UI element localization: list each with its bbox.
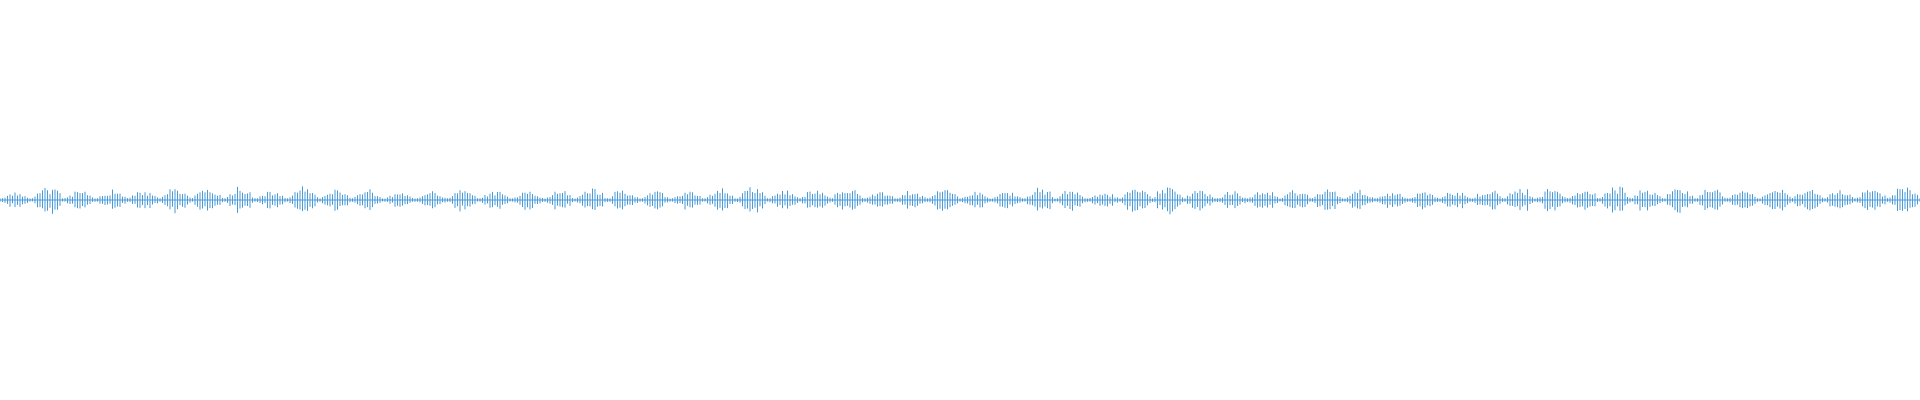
waveform-bars	[0, 186, 1920, 215]
